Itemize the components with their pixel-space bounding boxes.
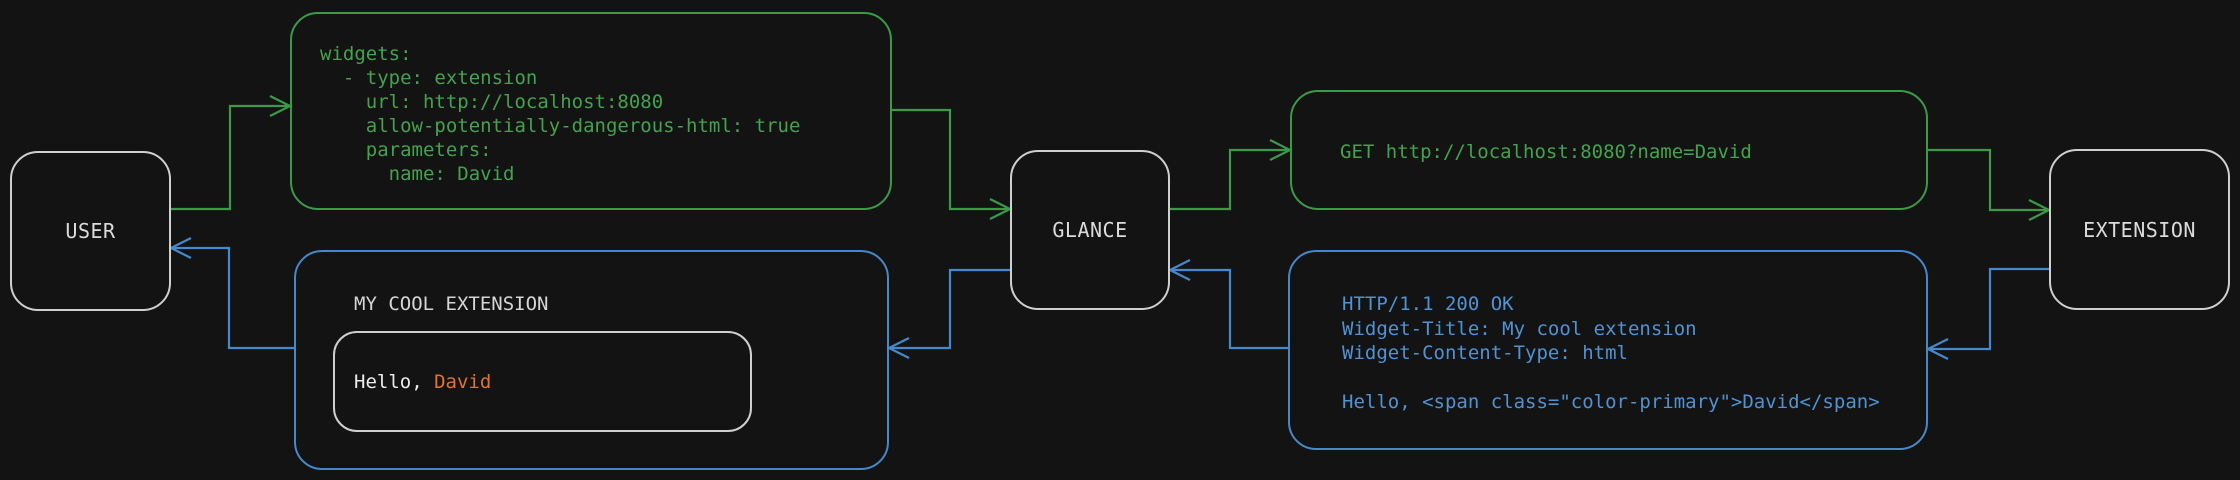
arrow-config-to-glance [892, 108, 1013, 220]
http-response-box: HTTP/1.1 200 OK Widget-Title: My cool ex… [1288, 250, 1928, 450]
get-request-code: GET http://localhost:8080?name=David [1340, 141, 1752, 163]
glance-node-label: GLANCE [1052, 218, 1128, 242]
widget-content-box [333, 331, 752, 432]
arrow-extension-to-response [1925, 267, 2049, 360]
user-node: USER [10, 151, 171, 311]
arrow-user-to-config [171, 95, 293, 211]
greeting-name: David [434, 371, 492, 393]
http-response-code: HTTP/1.1 200 OK Widget-Title: My cool ex… [1342, 293, 1880, 413]
arrow-widget-to-user [168, 237, 294, 350]
arrow-response-to-glance [1167, 259, 1288, 350]
arrow-request-to-extension [1928, 148, 2052, 221]
arrow-glance-to-request [1170, 139, 1293, 211]
widget-title: MY COOL EXTENSION [354, 293, 549, 315]
get-request-box: GET http://localhost:8080?name=David [1290, 90, 1928, 210]
widget-greeting: Hello, David [354, 370, 491, 394]
arrow-glance-to-widget [886, 268, 1010, 359]
greeting-prefix: Hello, [354, 371, 435, 393]
extension-node-label: EXTENSION [2083, 217, 2196, 242]
widget-preview-box: MY COOL EXTENSION Hello, David [294, 250, 889, 470]
user-node-label: USER [65, 219, 116, 243]
glance-node: GLANCE [1010, 150, 1170, 310]
extension-node: EXTENSION [2049, 149, 2230, 310]
config-yaml-code: widgets: - type: extension url: http://l… [320, 43, 801, 185]
config-code-box: widgets: - type: extension url: http://l… [290, 12, 892, 210]
